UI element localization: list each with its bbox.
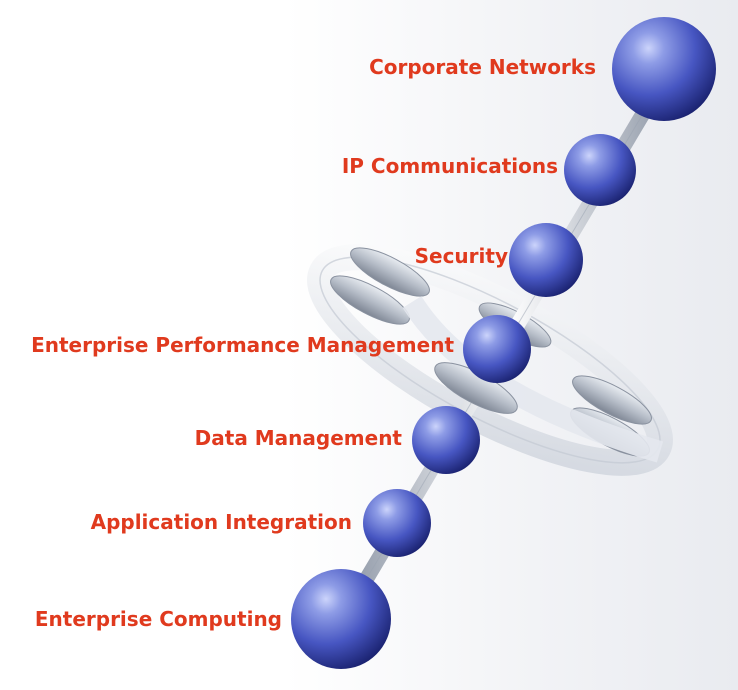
ring-disc	[572, 375, 652, 425]
ring-front	[402, 296, 664, 463]
ring-disc	[330, 275, 410, 325]
sphere-security	[509, 223, 583, 297]
sphere-enterprise-computing	[291, 569, 391, 669]
sphere-enterprise-performance-management	[463, 315, 531, 383]
sphere-application-integration	[363, 489, 431, 557]
label-data-management: Data Management	[194, 426, 402, 450]
layer-spheres	[291, 17, 716, 669]
label-corporate-networks: Corporate Networks	[369, 55, 596, 79]
label-enterprise-performance-management: Enterprise Performance Management	[31, 333, 454, 357]
label-ip-communications: IP Communications	[341, 154, 558, 178]
label-application-integration: Application Integration	[90, 510, 352, 534]
sphere-corporate-networks	[612, 17, 716, 121]
sphere-ip-communications	[564, 134, 636, 206]
label-enterprise-computing: Enterprise Computing	[34, 607, 282, 631]
ring-disc	[350, 247, 430, 297]
sphere-data-management	[412, 406, 480, 474]
label-security: Security	[414, 244, 508, 268]
